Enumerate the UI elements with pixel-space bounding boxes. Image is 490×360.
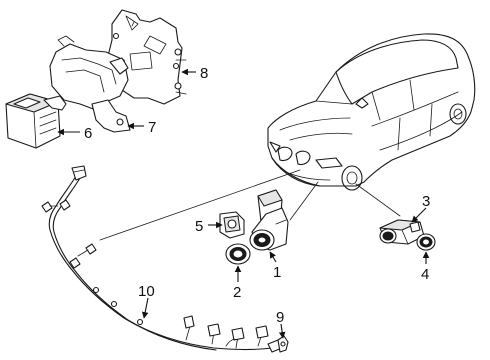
- callout-10: 10: [138, 283, 155, 300]
- leader-10: [141, 297, 149, 319]
- leader-car-to-rear-sensor: [355, 183, 401, 217]
- callout-4: 4: [421, 266, 429, 283]
- vehicle-illustration: [267, 33, 476, 191]
- callout-2: 2: [233, 284, 241, 301]
- harness-clip: [277, 335, 289, 353]
- leader-9: [278, 323, 286, 339]
- sensor-ring-rear: [416, 233, 436, 251]
- callout-3: 3: [422, 193, 430, 210]
- leader-car-to-sensor: [289, 181, 319, 221]
- leader-car-to-harness: [99, 169, 301, 241]
- callout-6: 6: [84, 125, 92, 142]
- callout-7: 7: [148, 119, 156, 136]
- callout-1: 1: [273, 264, 281, 281]
- control-module: [5, 93, 67, 149]
- callout-9: 9: [276, 309, 284, 326]
- sensor-ring: [225, 243, 251, 265]
- leader-3: [411, 207, 427, 223]
- leader-1: [269, 251, 277, 263]
- mounting-bracket: [49, 35, 131, 133]
- callout-8: 8: [200, 65, 208, 82]
- callout-5: 5: [195, 218, 203, 235]
- wiring-harness: [41, 165, 283, 353]
- sensor-retainer: [219, 211, 245, 239]
- park-sensor-front: [249, 189, 289, 251]
